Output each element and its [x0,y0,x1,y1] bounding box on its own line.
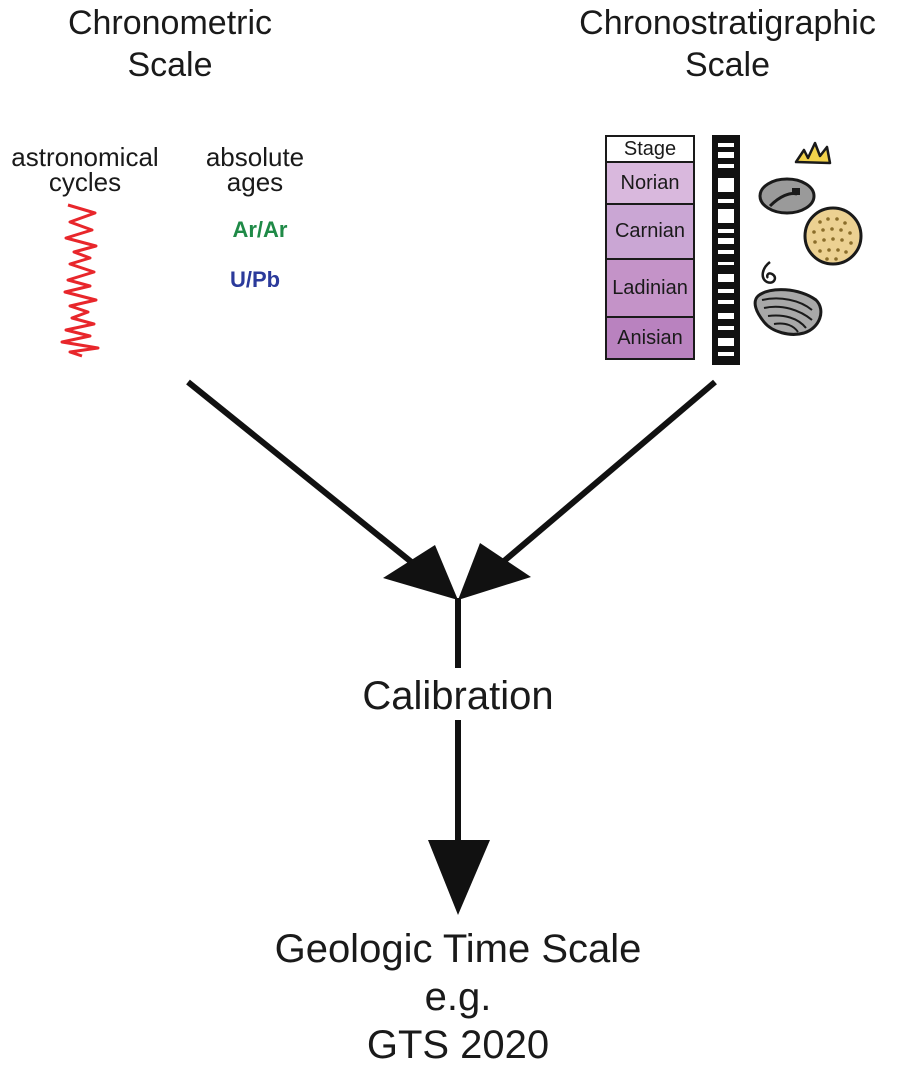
method-ar-ar: Ar/Ar [232,217,288,242]
conodont-icon [794,141,832,165]
astronomical-cycles-label: astronomical cycles [0,142,170,197]
right-arrow [458,379,717,600]
method-u-pb: U/Pb [229,267,281,292]
absolute-line1: absolute [205,142,305,172]
bivalve-icon [753,288,823,336]
stage-ladinian: Ladinian [605,258,695,318]
down-arrow [428,720,490,915]
chronostratigraphic-title-line2: Scale [684,46,771,84]
result-gts: GTS 2020 [366,1023,550,1067]
chronostratigraphic-title-line1: Chronostratigraphic [579,4,876,42]
stage-column: Stage Norian Carnian Ladinian Anisian [605,135,695,360]
astronomical-line2: cycles [48,167,122,197]
stage-norian: Norian [605,161,695,205]
ammonite-icon [758,177,816,215]
astronomical-line1: astronomical [11,142,159,172]
result-title: Geologic Time Scale [274,927,642,971]
result-block: Geologic Time Scale e.g. GTS 2020 [150,925,766,1069]
stage-header: Stage [605,135,695,163]
chronometric-heading: Chronometric Scale [20,2,320,86]
astronomical-cycles-curve [60,203,100,358]
result-eg: e.g. [424,975,492,1019]
chronometric-title-line2: Scale [127,46,213,84]
stage-anisian: Anisian [605,316,695,360]
absolute-line2: ages [226,167,284,197]
left-arrow [186,379,458,600]
chronometric-title-line1: Chronometric [67,4,273,42]
echinoid-icon [803,206,863,266]
calibration-label: Calibration [362,674,554,718]
chronostratigraphic-heading: Chronostratigraphic Scale [555,2,900,86]
magnetic-polarity-column [712,135,740,365]
gastropod-icon [761,261,777,284]
absolute-ages-label: absolute ages [190,142,320,197]
